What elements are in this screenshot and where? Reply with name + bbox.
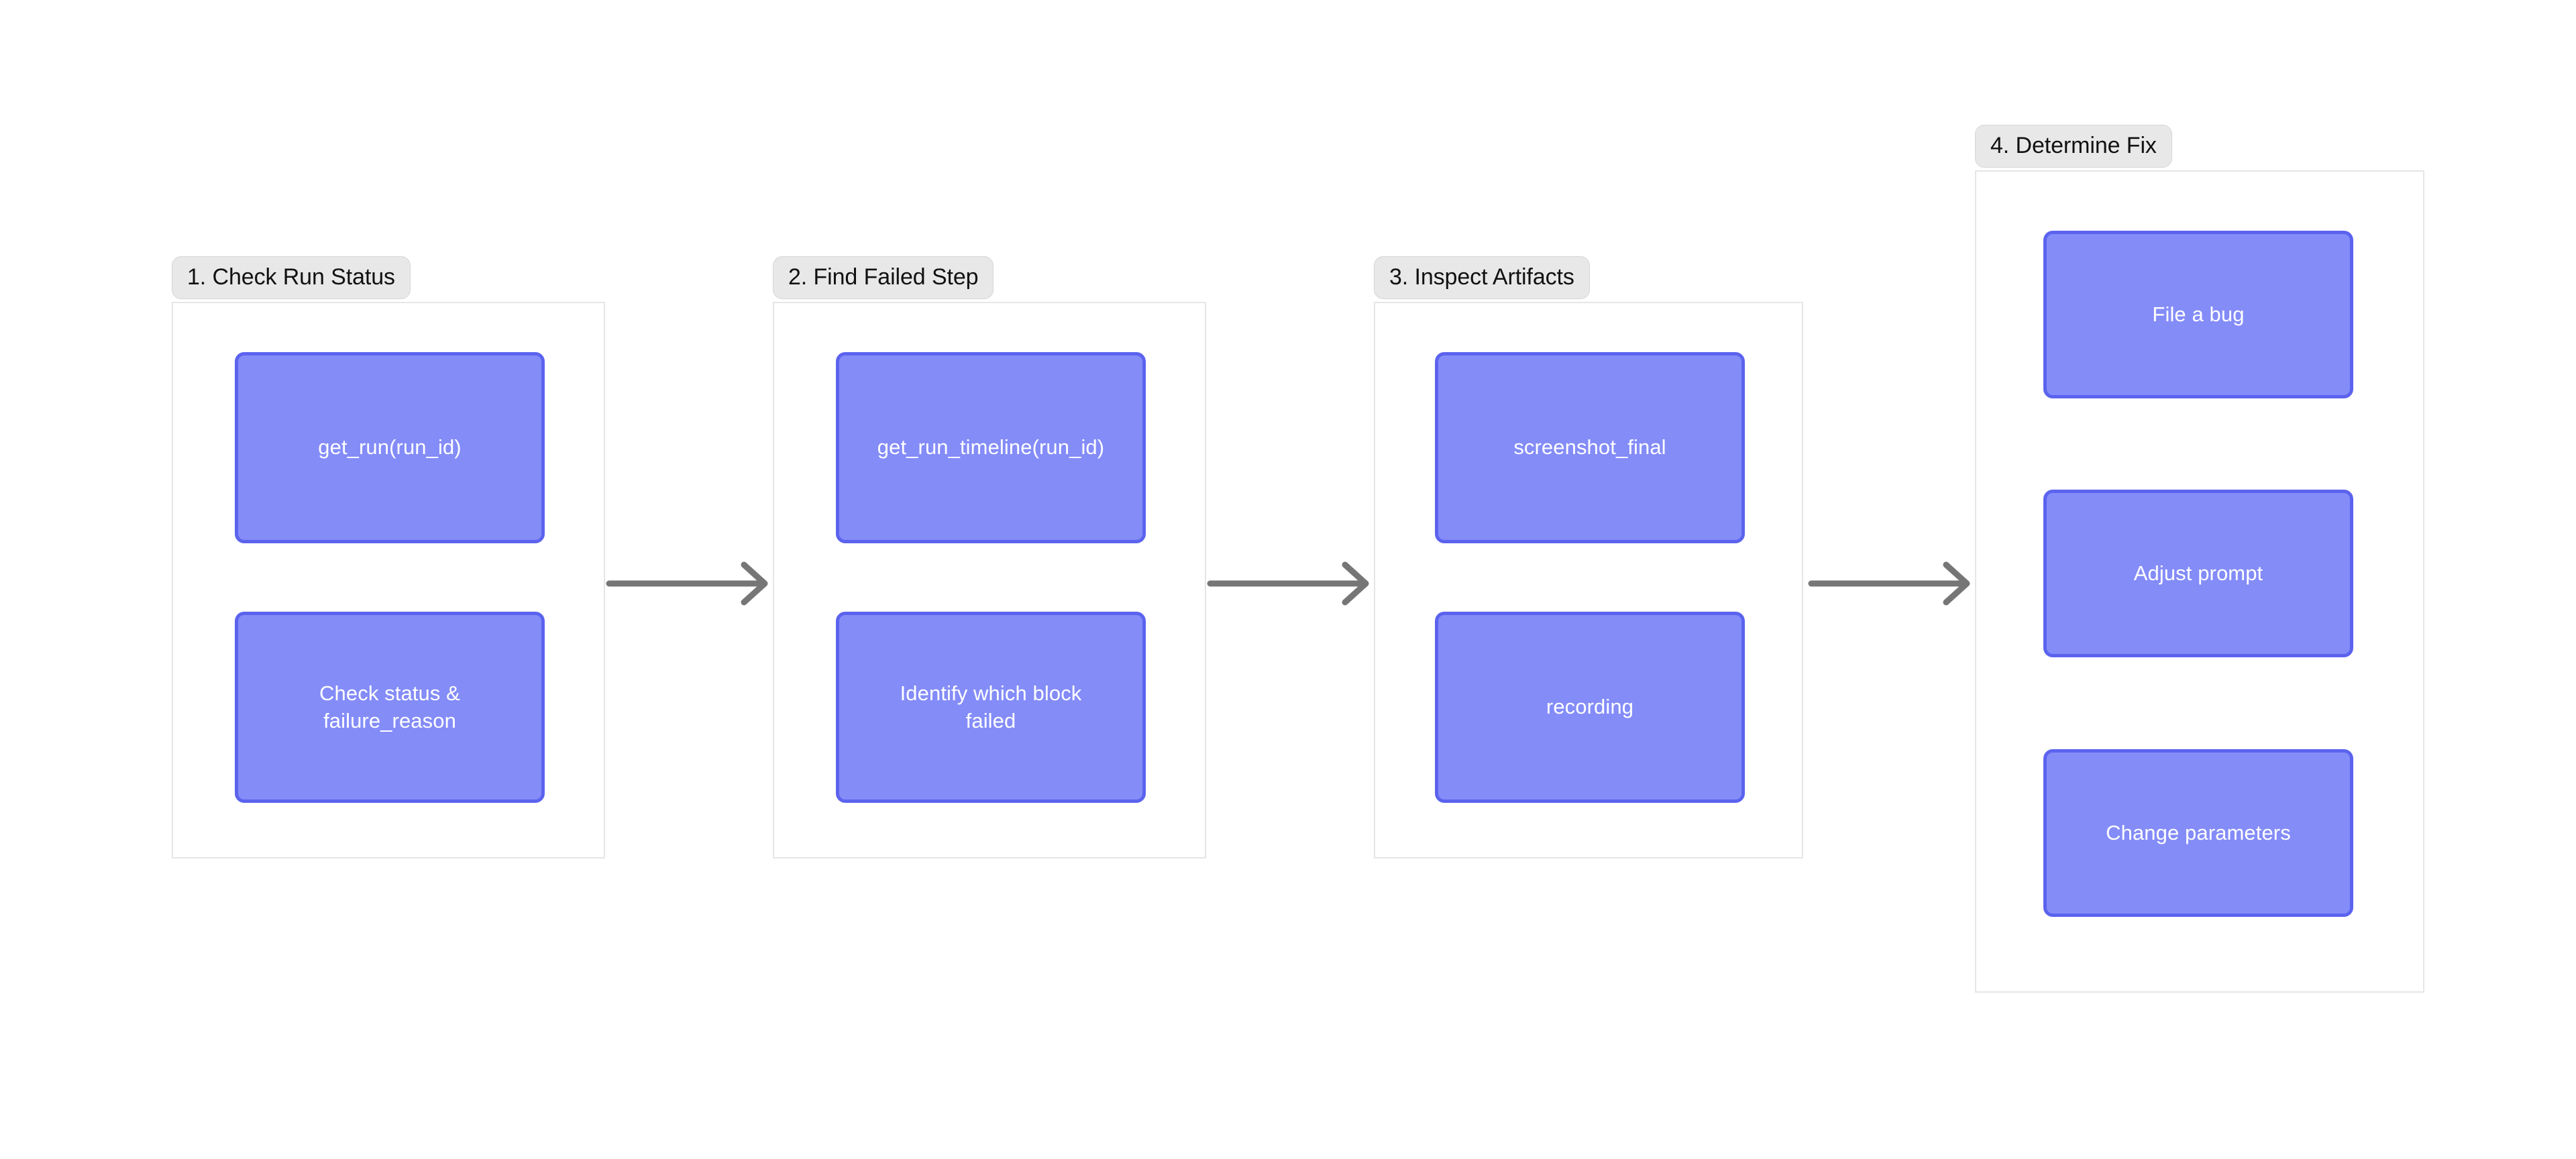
group-label-3: 3. Inspect Artifacts (1374, 256, 1590, 299)
node-change-parameters[interactable]: Change parameters (2043, 749, 2353, 917)
group-box-3: screenshot_final recording (1374, 302, 1803, 859)
group-check-run-status: 1. Check Run Status get_run(run_id) Chec… (172, 256, 605, 859)
node-identify-block[interactable]: Identify which block failed (836, 612, 1146, 803)
node-file-a-bug[interactable]: File a bug (2043, 231, 2353, 398)
group-inspect-artifacts: 3. Inspect Artifacts screenshot_final re… (1374, 256, 1803, 859)
node-recording[interactable]: recording (1435, 612, 1745, 803)
group-box-1: get_run(run_id) Check status & failure_r… (172, 302, 605, 859)
arrow-3-to-4 (1808, 561, 1970, 606)
group-label-2: 2. Find Failed Step (773, 256, 994, 299)
node-screenshot-final[interactable]: screenshot_final (1435, 352, 1745, 543)
group-find-failed-step: 2. Find Failed Step get_run_timeline(run… (773, 256, 1206, 859)
node-get-run-timeline[interactable]: get_run_timeline(run_id) (836, 352, 1146, 543)
group-box-2: get_run_timeline(run_id) Identify which … (773, 302, 1206, 859)
group-label-4: 4. Determine Fix (1975, 125, 2172, 168)
group-label-1: 1. Check Run Status (172, 256, 411, 299)
node-adjust-prompt[interactable]: Adjust prompt (2043, 490, 2353, 657)
arrow-1-to-2 (606, 561, 768, 606)
node-check-status[interactable]: Check status & failure_reason (235, 612, 545, 803)
node-get-run[interactable]: get_run(run_id) (235, 352, 545, 543)
arrow-2-to-3 (1207, 561, 1369, 606)
group-box-4: File a bug Adjust prompt Change paramete… (1975, 170, 2424, 993)
group-determine-fix: 4. Determine Fix File a bug Adjust promp… (1975, 125, 2424, 993)
